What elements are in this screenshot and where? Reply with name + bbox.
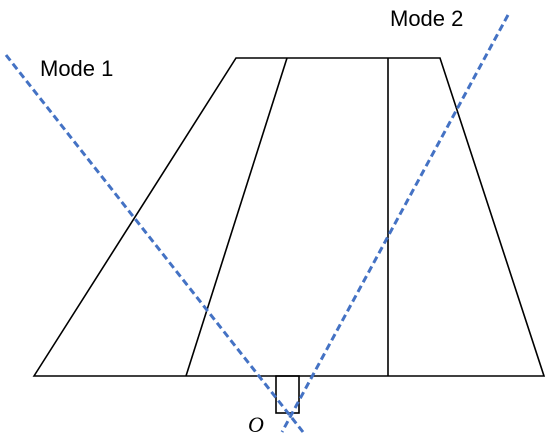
origin-label: O [248,412,264,437]
mode2-label: Mode 2 [390,6,463,31]
mode1-line [4,54,305,433]
trapezoid-outline [32,57,546,377]
mode2-line [280,14,510,433]
mode1-label: Mode 1 [40,56,113,81]
inner-slanted-line [185,57,288,377]
